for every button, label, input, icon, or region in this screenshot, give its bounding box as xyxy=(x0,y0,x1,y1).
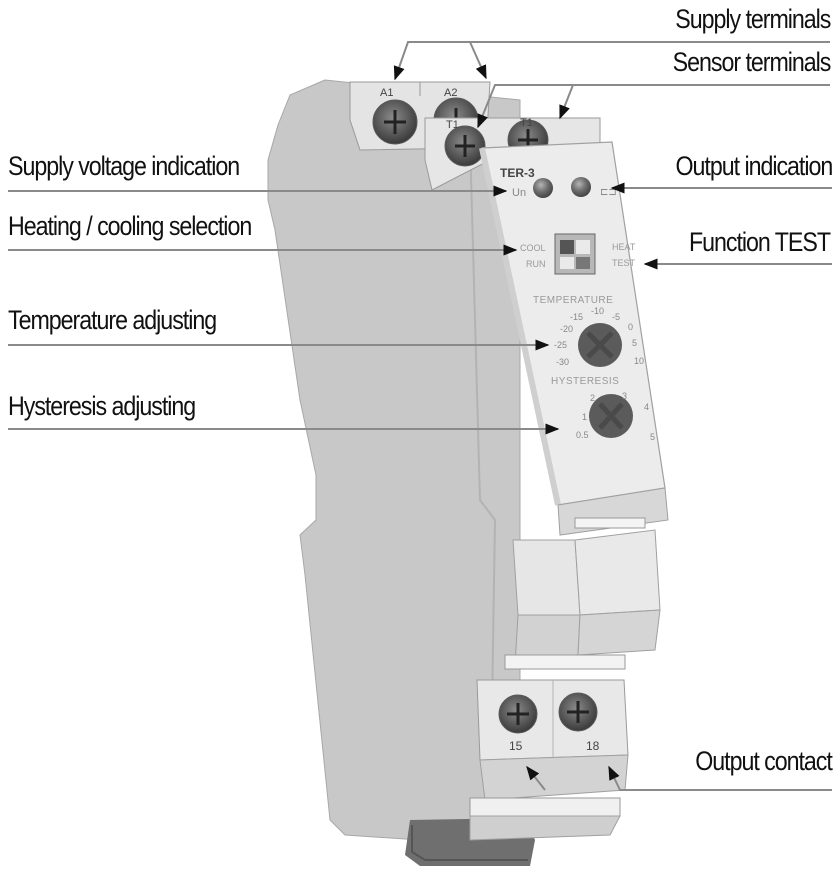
hysteresis-knob[interactable] xyxy=(589,394,633,438)
switch-label-test: TEST xyxy=(612,258,636,268)
temp-tick: -25 xyxy=(554,340,567,350)
callout-supply-terminals: Supply terminals xyxy=(674,4,831,34)
terminal-label-a2: A2 xyxy=(444,87,457,99)
leader-lines xyxy=(8,41,832,791)
callout-supply-voltage-indication: Supply voltage indication xyxy=(8,151,240,181)
front-panel: TER-3 Un ⊏⊐ COOL RUN HEAT TEST TEMPERATU… xyxy=(479,141,666,506)
temp-tick: -5 xyxy=(612,312,620,322)
hyst-tick: 0.5 xyxy=(576,430,589,440)
hyst-tick: 5 xyxy=(650,432,655,442)
leader-sensor-terminals-2 xyxy=(559,84,574,120)
hyst-tick: 1 xyxy=(582,412,587,422)
hysteresis-scale: 0.5 1 2 3 4 5 xyxy=(576,391,655,442)
leader-output-contact xyxy=(608,765,832,791)
hysteresis-title: HYSTERESIS xyxy=(551,376,619,387)
callout-heating-cooling-selection: Heating / cooling selection xyxy=(8,211,252,241)
terminal-label-a1: A1 xyxy=(380,87,393,99)
model-label: TER-3 xyxy=(500,166,535,180)
temp-tick: -15 xyxy=(570,312,583,322)
terminal-label-t1-left: T1 xyxy=(446,119,459,131)
hyst-tick: 2 xyxy=(590,393,595,403)
temp-tick: -20 xyxy=(560,324,573,334)
housing-front-lower xyxy=(504,487,669,670)
temp-tick: 10 xyxy=(634,356,644,366)
terminal-label-t1-right: T1 xyxy=(520,117,533,129)
function-switch[interactable] xyxy=(554,233,596,275)
temp-tick: 5 xyxy=(632,338,637,348)
supply-led xyxy=(533,178,553,198)
callout-output-contact: Output contact xyxy=(695,746,833,776)
temperature-knob[interactable] xyxy=(578,323,622,367)
callout-hysteresis-adjusting: Hysteresis adjusting xyxy=(8,391,196,421)
callout-temperature-adjusting: Temperature adjusting xyxy=(8,305,217,335)
temp-tick: -10 xyxy=(591,306,604,316)
temperature-scale: -30 -25 -20 -15 -10 -5 0 5 10 xyxy=(554,306,644,367)
led-label-output: ⊏⊐ xyxy=(600,187,617,198)
temp-tick: -30 xyxy=(556,357,569,367)
leader-output-contact-2 xyxy=(526,765,546,791)
temperature-title: TEMPERATURE xyxy=(533,295,613,306)
callout-output-indication: Output indication xyxy=(675,151,833,181)
output-led xyxy=(571,177,591,197)
switch-label-heat: HEAT xyxy=(612,242,636,252)
switch-label-run: RUN xyxy=(526,259,546,269)
leader-supply-terminals xyxy=(393,41,830,81)
callout-function-test: Function TEST xyxy=(688,227,831,257)
terminal-label-15: 15 xyxy=(509,739,523,753)
callout-sensor-terminals: Sensor terminals xyxy=(672,47,831,77)
leader-sensor-terminals xyxy=(477,84,830,129)
output-terminal-block: 15 18 xyxy=(469,679,629,841)
terminal-label-18: 18 xyxy=(586,739,600,753)
leader-supply-terminals-2 xyxy=(469,41,487,80)
hyst-tick: 4 xyxy=(644,402,649,412)
temp-tick: 0 xyxy=(628,322,633,332)
led-label-un: Un xyxy=(512,187,526,199)
hyst-tick: 3 xyxy=(622,391,627,401)
switch-label-cool: COOL xyxy=(520,243,546,253)
